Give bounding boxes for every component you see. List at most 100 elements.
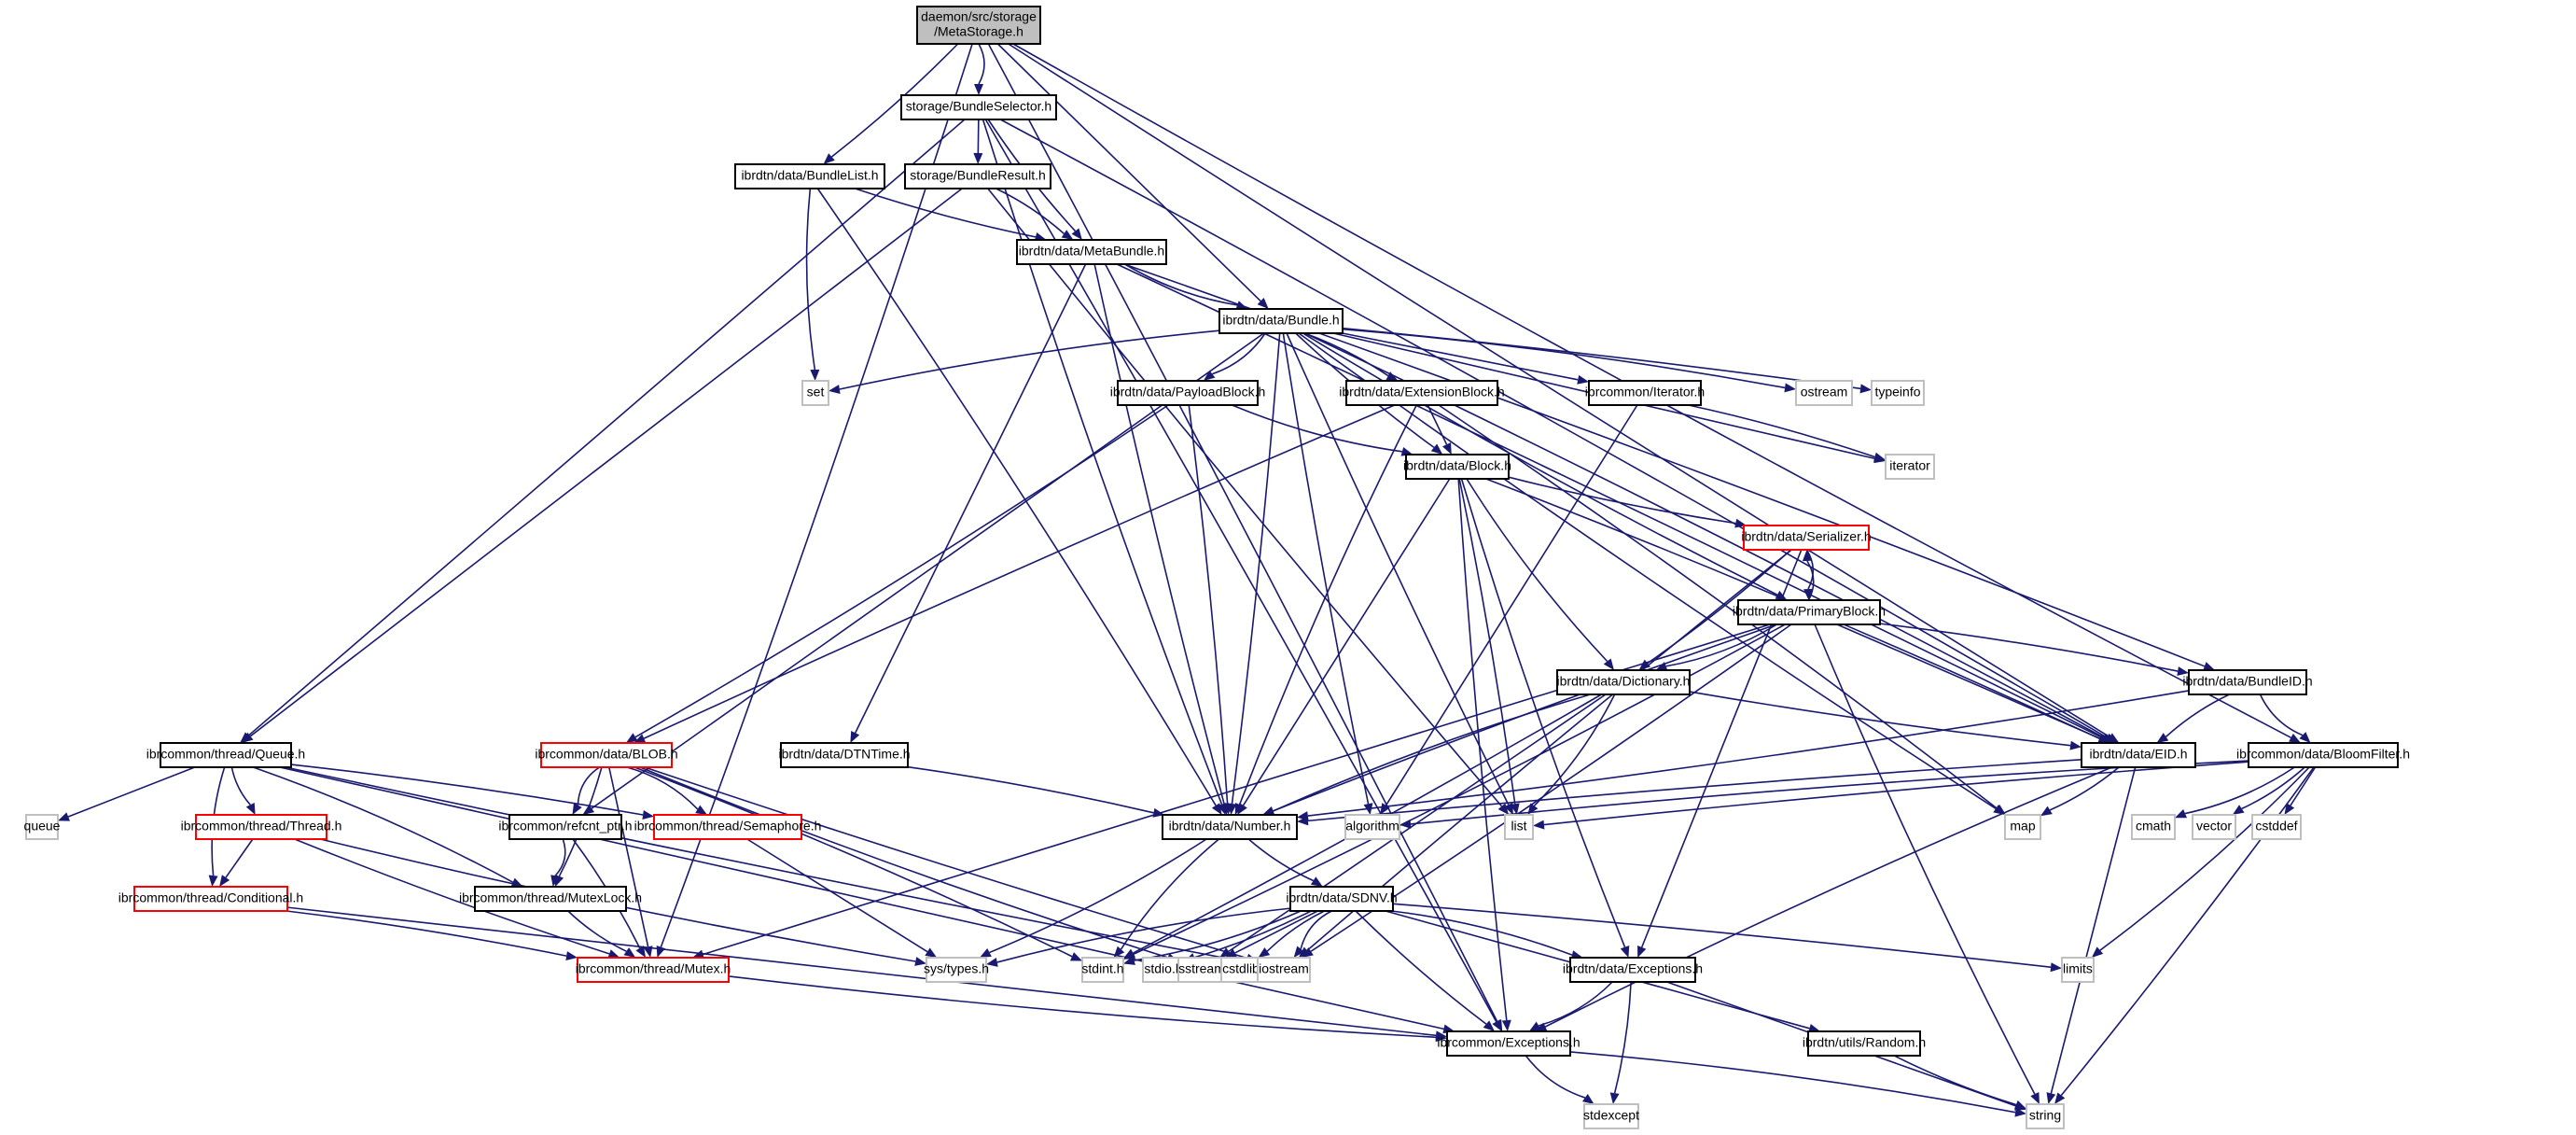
node-box[interactable] [2061, 957, 2095, 983]
node-stdint[interactable]: stdint.h [1081, 957, 1124, 983]
node-box[interactable] [900, 94, 1057, 120]
node-box[interactable] [1504, 814, 1534, 840]
node-box[interactable] [1162, 814, 1298, 840]
node-ostream[interactable]: ostream [1795, 380, 1853, 406]
node-bloom[interactable]: ibrcommon/data/BloomFilter.h [2236, 742, 2410, 768]
node-box[interactable] [1142, 957, 1185, 983]
node-box[interactable] [801, 380, 829, 406]
node-box[interactable] [1885, 454, 1935, 480]
node-dtntime[interactable]: ibrdtn/data/DTNTime.h [778, 742, 911, 768]
node-box[interactable] [1405, 454, 1510, 480]
node-box[interactable] [1583, 1103, 1639, 1129]
node-sema[interactable]: ibrcommon/thread/Semaphore.h [634, 814, 822, 840]
node-box[interactable] [1871, 380, 1925, 406]
node-box[interactable] [1081, 957, 1124, 983]
node-box[interactable] [1345, 380, 1498, 406]
node-bres[interactable]: storage/BundleResult.h [904, 163, 1051, 189]
node-box[interactable] [2248, 742, 2399, 768]
node-box[interactable] [734, 163, 885, 189]
node-refcnt[interactable]: ibrcommon/refcnt_ptr.h [498, 814, 633, 840]
node-box[interactable] [1556, 669, 1691, 695]
node-box[interactable] [1257, 957, 1311, 983]
node-sdnv[interactable]: ibrdtn/data/SDNV.h [1286, 886, 1398, 912]
node-iterator[interactable]: iterator [1885, 454, 1935, 480]
node-bsel[interactable]: storage/BundleSelector.h [900, 94, 1057, 120]
arrowhead-icon [974, 84, 983, 95]
node-primary[interactable]: ibrdtn/data/PrimaryBlock.h [1733, 599, 1886, 625]
node-stdio[interactable]: stdio.h [1142, 957, 1185, 983]
node-vector[interactable]: vector [2192, 814, 2236, 840]
node-box[interactable] [1344, 814, 1400, 840]
node-bundle[interactable]: ibrdtn/data/Bundle.h [1218, 308, 1344, 334]
node-queue_h[interactable]: ibrcommon/thread/Queue.h [146, 742, 305, 768]
node-box[interactable] [160, 742, 292, 768]
node-box[interactable] [1795, 380, 1853, 406]
node-box[interactable] [926, 957, 987, 983]
node-box[interactable] [1737, 599, 1881, 625]
node-eid[interactable]: ibrdtn/data/EID.h [2081, 742, 2196, 768]
node-box[interactable] [2251, 814, 2302, 840]
node-blist[interactable]: ibrdtn/data/BundleList.h [734, 163, 885, 189]
node-queue[interactable]: queue [24, 814, 61, 840]
node-dexc[interactable]: ibrdtn/data/Exceptions.h [1563, 957, 1703, 983]
node-box[interactable] [904, 163, 1051, 189]
node-box[interactable] [508, 814, 622, 840]
node-box[interactable] [1016, 239, 1167, 265]
node-box[interactable] [1218, 308, 1344, 334]
node-ext[interactable]: ibrdtn/data/ExtensionBlock.h [1339, 380, 1505, 406]
node-box[interactable] [1289, 886, 1394, 912]
node-block[interactable]: ibrdtn/data/Block.h [1403, 454, 1511, 480]
node-root[interactable]: daemon/src/storage/MetaStorage.h [916, 6, 1041, 45]
node-cstddef[interactable]: cstddef [2251, 814, 2302, 840]
node-serial[interactable]: ibrdtn/data/Serializer.h [1741, 525, 1872, 551]
node-string[interactable]: string [2026, 1103, 2065, 1129]
node-box[interactable] [133, 886, 288, 912]
node-box[interactable] [1807, 1030, 1921, 1057]
node-box[interactable] [2081, 742, 2196, 768]
node-mbundle[interactable]: ibrdtn/data/MetaBundle.h [1016, 239, 1167, 265]
node-box[interactable] [2188, 669, 2307, 695]
node-iostream[interactable]: iostream [1257, 957, 1311, 983]
node-dict[interactable]: ibrdtn/data/Dictionary.h [1556, 669, 1691, 695]
node-map[interactable]: map [2004, 814, 2041, 840]
node-box[interactable] [540, 742, 673, 768]
node-algorithm[interactable]: algorithm [1344, 814, 1400, 840]
node-box[interactable] [653, 814, 802, 840]
node-box[interactable] [25, 814, 59, 840]
node-sstream[interactable]: sstream [1177, 957, 1226, 983]
node-stdexcept[interactable]: stdexcept [1583, 1103, 1639, 1129]
node-box[interactable] [1743, 525, 1870, 551]
node-cexc[interactable]: ibrcommon/Exceptions.h [1437, 1030, 1580, 1057]
node-number[interactable]: ibrdtn/data/Number.h [1162, 814, 1298, 840]
node-list[interactable]: list [1504, 814, 1534, 840]
node-thread[interactable]: ibrcommon/thread/Thread.h [181, 814, 342, 840]
node-cstdlib[interactable]: cstdlib [1220, 957, 1261, 983]
node-payload[interactable]: ibrdtn/data/PayloadBlock.h [1110, 380, 1266, 406]
node-mlock[interactable]: ibrcommon/thread/MutexLock.h [459, 886, 642, 912]
node-systypes[interactable]: sys/types.h [924, 957, 989, 983]
node-box[interactable] [780, 742, 909, 768]
node-box[interactable] [1446, 1030, 1571, 1057]
node-bundleid[interactable]: ibrdtn/data/BundleID.h [2182, 669, 2313, 695]
node-box[interactable] [195, 814, 327, 840]
node-box[interactable] [2026, 1103, 2065, 1129]
node-cond[interactable]: ibrcommon/thread/Conditional.h [118, 886, 303, 912]
node-cmath[interactable]: cmath [2131, 814, 2176, 840]
node-mutex[interactable]: ibrcommon/thread/Mutex.h [576, 957, 731, 983]
node-limits[interactable]: limits [2061, 957, 2095, 983]
node-box[interactable] [577, 957, 730, 983]
node-random[interactable]: ibrdtn/utils/Random.h [1803, 1030, 1926, 1057]
node-box[interactable] [1220, 957, 1261, 983]
node-box[interactable] [916, 6, 1041, 45]
node-box[interactable] [2131, 814, 2176, 840]
node-blob[interactable]: ibrcommon/data/BLOB.h [535, 742, 678, 768]
node-box[interactable] [1117, 380, 1259, 406]
node-set[interactable]: set [801, 380, 829, 406]
node-typeinfo[interactable]: typeinfo [1871, 380, 1925, 406]
node-box[interactable] [1569, 957, 1696, 983]
node-box[interactable] [2004, 814, 2041, 840]
node-iter[interactable]: ibrcommon/Iterator.h [1585, 380, 1705, 406]
node-box[interactable] [1588, 380, 1702, 406]
node-box[interactable] [474, 886, 627, 912]
node-box[interactable] [2192, 814, 2236, 840]
